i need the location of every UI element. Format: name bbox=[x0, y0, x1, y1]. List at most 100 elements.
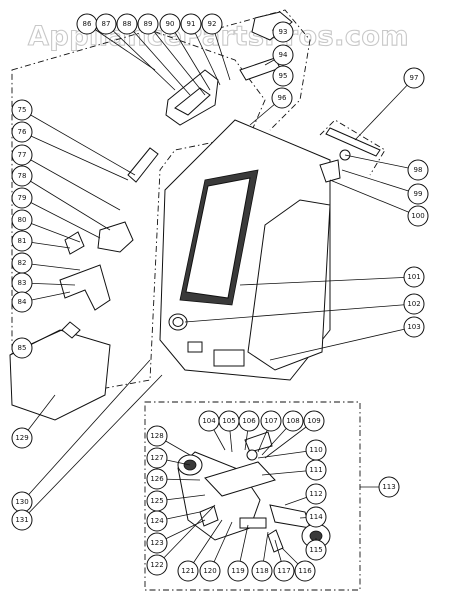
part-callout-90: 90 bbox=[159, 13, 181, 35]
leader-line bbox=[341, 169, 419, 195]
callout-label: 117 bbox=[277, 567, 290, 575]
callout-label: 77 bbox=[18, 151, 27, 159]
left-side-parts bbox=[9, 147, 159, 421]
leader-line bbox=[156, 504, 216, 566]
callout-circle bbox=[11, 509, 33, 531]
callout-circle bbox=[146, 532, 168, 554]
callout-circle bbox=[146, 510, 168, 532]
callout-label: 127 bbox=[150, 454, 163, 462]
callout-circle bbox=[407, 183, 429, 205]
part-callout-125: 125 bbox=[146, 490, 168, 512]
part-callout-116: 116 bbox=[294, 560, 316, 582]
callout-label: 112 bbox=[309, 490, 322, 498]
part-callout-126: 126 bbox=[146, 468, 168, 490]
callout-label: 116 bbox=[298, 567, 312, 575]
leader-line bbox=[344, 154, 419, 171]
callout-circle bbox=[305, 539, 327, 561]
callout-circle bbox=[407, 205, 429, 227]
callout-circle bbox=[11, 427, 33, 449]
callout-circle bbox=[251, 560, 273, 582]
callout-circle bbox=[403, 266, 425, 288]
part-callout-86: 86 bbox=[76, 13, 98, 35]
callout-circle bbox=[11, 230, 33, 252]
part-callout-129: 129 bbox=[11, 427, 33, 449]
callout-label: 87 bbox=[102, 20, 111, 28]
part-callout-83: 83 bbox=[11, 272, 33, 294]
part-callout-95: 95 bbox=[272, 65, 294, 87]
part-callout-98: 98 bbox=[407, 159, 429, 181]
part-callout-122: 122 bbox=[146, 554, 168, 576]
callout-circle bbox=[227, 560, 249, 582]
part-callout-75: 75 bbox=[11, 99, 33, 121]
callout-label: 103 bbox=[407, 323, 420, 331]
callout-circle bbox=[137, 13, 159, 35]
callout-label: 79 bbox=[18, 194, 27, 202]
callout-label: 75 bbox=[18, 106, 27, 114]
part-callout-92: 92 bbox=[201, 13, 223, 35]
callout-circle bbox=[11, 337, 33, 359]
leader-line bbox=[21, 175, 111, 231]
part-callout-104: 104 bbox=[198, 410, 220, 432]
callout-label: 96 bbox=[278, 94, 287, 102]
callout-circle bbox=[273, 560, 295, 582]
callout-label: 118 bbox=[255, 567, 268, 575]
callout-label: 81 bbox=[18, 237, 27, 245]
callout-circle bbox=[201, 13, 223, 35]
part-callout-85: 85 bbox=[11, 337, 33, 359]
callout-circle bbox=[146, 554, 168, 576]
callout-circle bbox=[146, 447, 168, 469]
leader-line bbox=[239, 276, 415, 286]
callout-circle bbox=[11, 99, 33, 121]
callout-label: 76 bbox=[18, 128, 27, 136]
part-callout-120: 120 bbox=[199, 560, 221, 582]
callout-circle bbox=[146, 468, 168, 490]
main-body bbox=[159, 119, 331, 381]
part-callout-76: 76 bbox=[11, 121, 33, 143]
callout-circle bbox=[199, 560, 221, 582]
leader-line bbox=[329, 179, 419, 217]
part-callout-105: 105 bbox=[218, 410, 240, 432]
part-callout-77: 77 bbox=[11, 144, 33, 166]
part-callout-103: 103 bbox=[403, 316, 425, 338]
callout-circle bbox=[11, 144, 33, 166]
leader-line bbox=[21, 197, 101, 239]
part-callout-107: 107 bbox=[260, 410, 282, 432]
callout-circle bbox=[177, 560, 199, 582]
leader-line bbox=[269, 326, 415, 361]
part-callout-113: 113 bbox=[378, 476, 400, 498]
part-callout-101: 101 bbox=[403, 266, 425, 288]
part-callout-102: 102 bbox=[403, 293, 425, 315]
callout-label: 101 bbox=[407, 273, 420, 281]
part-callout-96: 96 bbox=[271, 87, 293, 109]
callout-circle bbox=[378, 476, 400, 498]
part-callout-124: 124 bbox=[146, 510, 168, 532]
callout-label: 90 bbox=[166, 20, 175, 28]
part-callout-89: 89 bbox=[137, 13, 159, 35]
part-callout-128: 128 bbox=[146, 425, 168, 447]
callout-label: 88 bbox=[123, 20, 132, 28]
callout-circle bbox=[146, 425, 168, 447]
part-callout-131: 131 bbox=[11, 509, 33, 531]
callout-circle bbox=[95, 13, 117, 35]
callout-label: 111 bbox=[309, 466, 322, 474]
callout-label: 92 bbox=[208, 20, 217, 28]
callout-circle bbox=[305, 506, 327, 528]
callout-label: 114 bbox=[309, 513, 323, 521]
callout-label: 109 bbox=[307, 417, 320, 425]
callout-circle bbox=[272, 44, 294, 66]
callout-label: 130 bbox=[15, 498, 28, 506]
callout-label: 93 bbox=[279, 28, 288, 36]
handle-top-parts bbox=[165, 11, 293, 152]
callout-label: 125 bbox=[150, 497, 163, 505]
part-callout-130: 130 bbox=[11, 491, 33, 513]
callout-label: 120 bbox=[203, 567, 216, 575]
callout-label: 89 bbox=[144, 20, 153, 28]
callout-circle bbox=[271, 87, 293, 109]
leader-line bbox=[147, 23, 206, 96]
callout-circle bbox=[282, 410, 304, 432]
callout-label: 102 bbox=[407, 300, 420, 308]
part-callout-78: 78 bbox=[11, 165, 33, 187]
callout-circle bbox=[407, 159, 429, 181]
leader-line bbox=[21, 374, 163, 521]
callout-label: 80 bbox=[18, 216, 27, 224]
